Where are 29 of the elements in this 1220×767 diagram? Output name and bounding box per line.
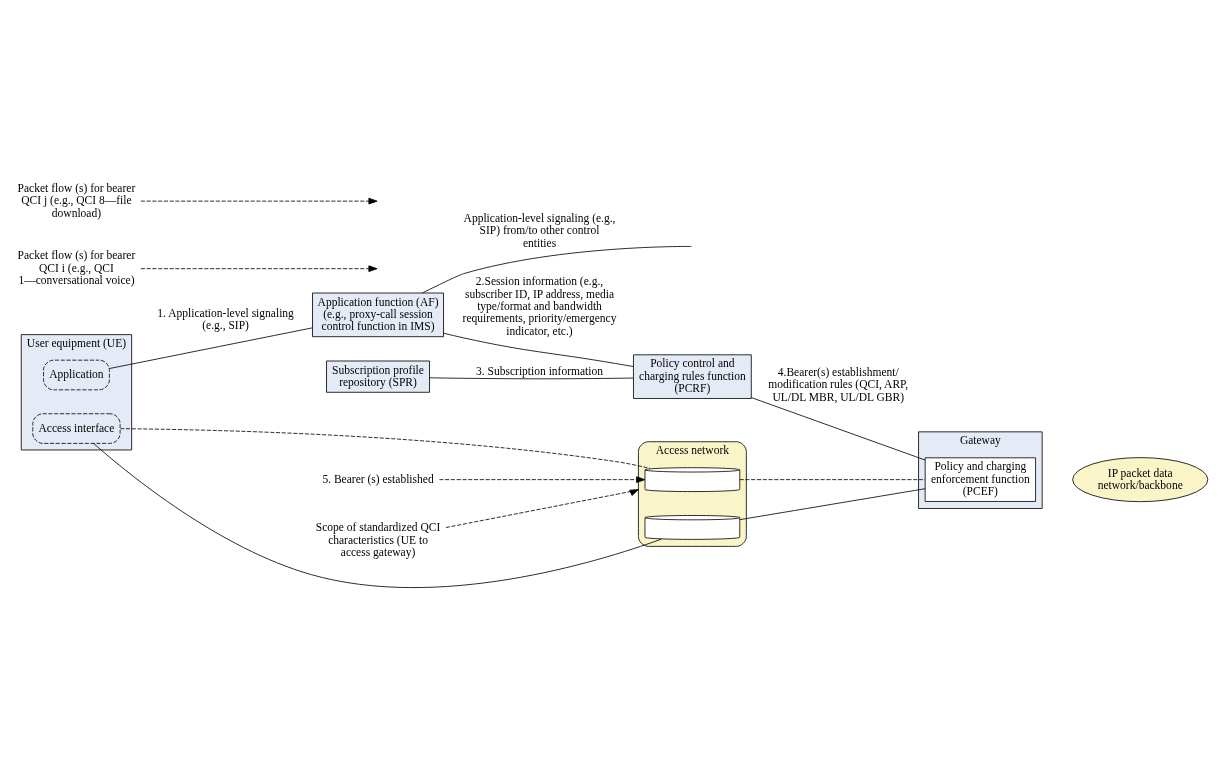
edge-label: 2.Session information (e.g., subscriber ID, IP address, media type/format and bandwidth requirements, priority/emergency indicator, etc.): [462, 275, 617, 337]
connector: [443, 332, 634, 367]
connector: [751, 397, 926, 461]
edge-label: Application-level signaling (e.g., SIP) from/to other control entities: [463, 211, 616, 249]
connector: [739, 479, 926, 481]
arrow: [445, 489, 639, 528]
connector: [109, 327, 313, 369]
edge-label: 1. Application-level signaling (e.g., SIP): [157, 306, 294, 332]
connector: [739, 488, 926, 521]
node-ellipse: IP packet data network/backbone: [1072, 457, 1209, 503]
node-box: Policy control and charging rules function (PCRF): [633, 354, 752, 399]
node-text: 5. Bearer (s) established: [322, 472, 434, 485]
connector: [422, 246, 692, 294]
node-box: Application function (AF) (e.g., proxy-call session control function in IMS): [312, 292, 444, 338]
connector: [429, 377, 634, 380]
node-box: Application: [43, 359, 110, 391]
node-text: Scope of standardized QCI characteristics (UE to access gateway): [315, 521, 441, 559]
arrow: [439, 476, 646, 483]
arrow: [140, 265, 378, 272]
node-text: Packet flow (s) for bearer QCI i (e.g., QCI 1—conversational voice): [17, 249, 136, 287]
node-box: Access interface: [32, 413, 121, 444]
node-box: Subscription profile repository (SPR): [326, 360, 430, 393]
node-box: Policy and charging enforcement function (PCEF): [924, 457, 1036, 502]
node-text: Packet flow (s) for bearer QCI j (e.g., QCI 8—file download): [17, 181, 136, 219]
connector: [93, 443, 662, 588]
arrow: [140, 197, 378, 205]
edge-label: 3. Subscription information: [476, 365, 604, 378]
edge-label: 4.Bearer(s) establishment/ modification rules (QCI, ARP, UL/DL MBR, UL/DL GBR): [768, 365, 909, 403]
connector: [120, 428, 651, 469]
